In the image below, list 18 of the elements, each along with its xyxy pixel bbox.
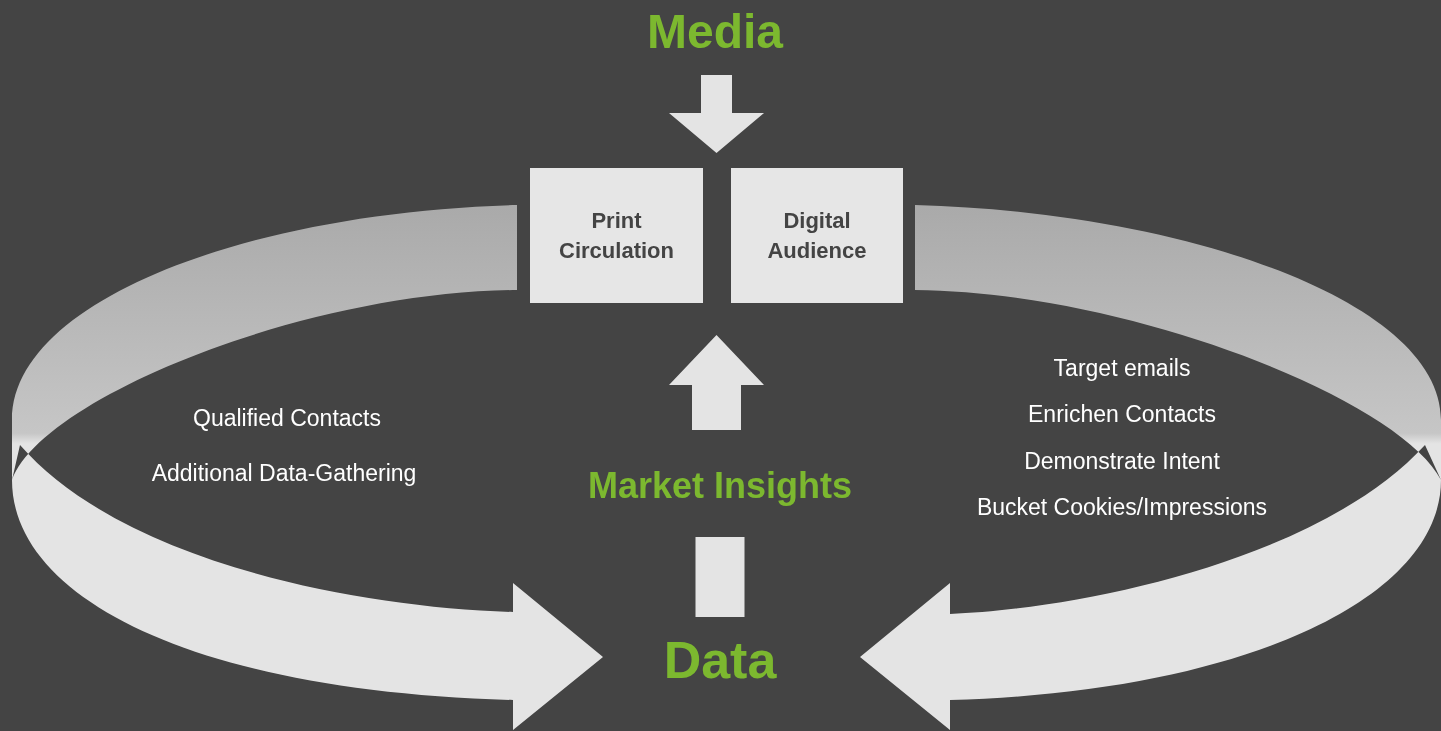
curved-arrow	[860, 205, 1441, 730]
label-text: Bucket Cookies/Impressions	[976, 496, 1268, 519]
process-box	[530, 168, 703, 303]
block-arrow	[669, 335, 764, 430]
label-text: Qualified Contacts	[193, 407, 381, 430]
label-text: Demonstrate Intent	[1024, 450, 1220, 473]
box-label: Digital Audience	[766, 206, 868, 265]
label-text: Target emails	[1053, 357, 1191, 380]
heading-text: Market Insights	[560, 468, 880, 504]
block-arrow	[669, 75, 764, 153]
heading-text: Media	[600, 8, 830, 58]
box-label: Print Circulation	[558, 206, 675, 265]
heading-text: Data	[620, 634, 820, 688]
connector-bar	[695, 537, 745, 617]
process-box	[731, 168, 903, 303]
curved-arrow	[12, 205, 603, 730]
label-text: Additional Data-Gathering	[151, 462, 417, 485]
label-text: Enrichen Contacts	[1028, 403, 1216, 426]
